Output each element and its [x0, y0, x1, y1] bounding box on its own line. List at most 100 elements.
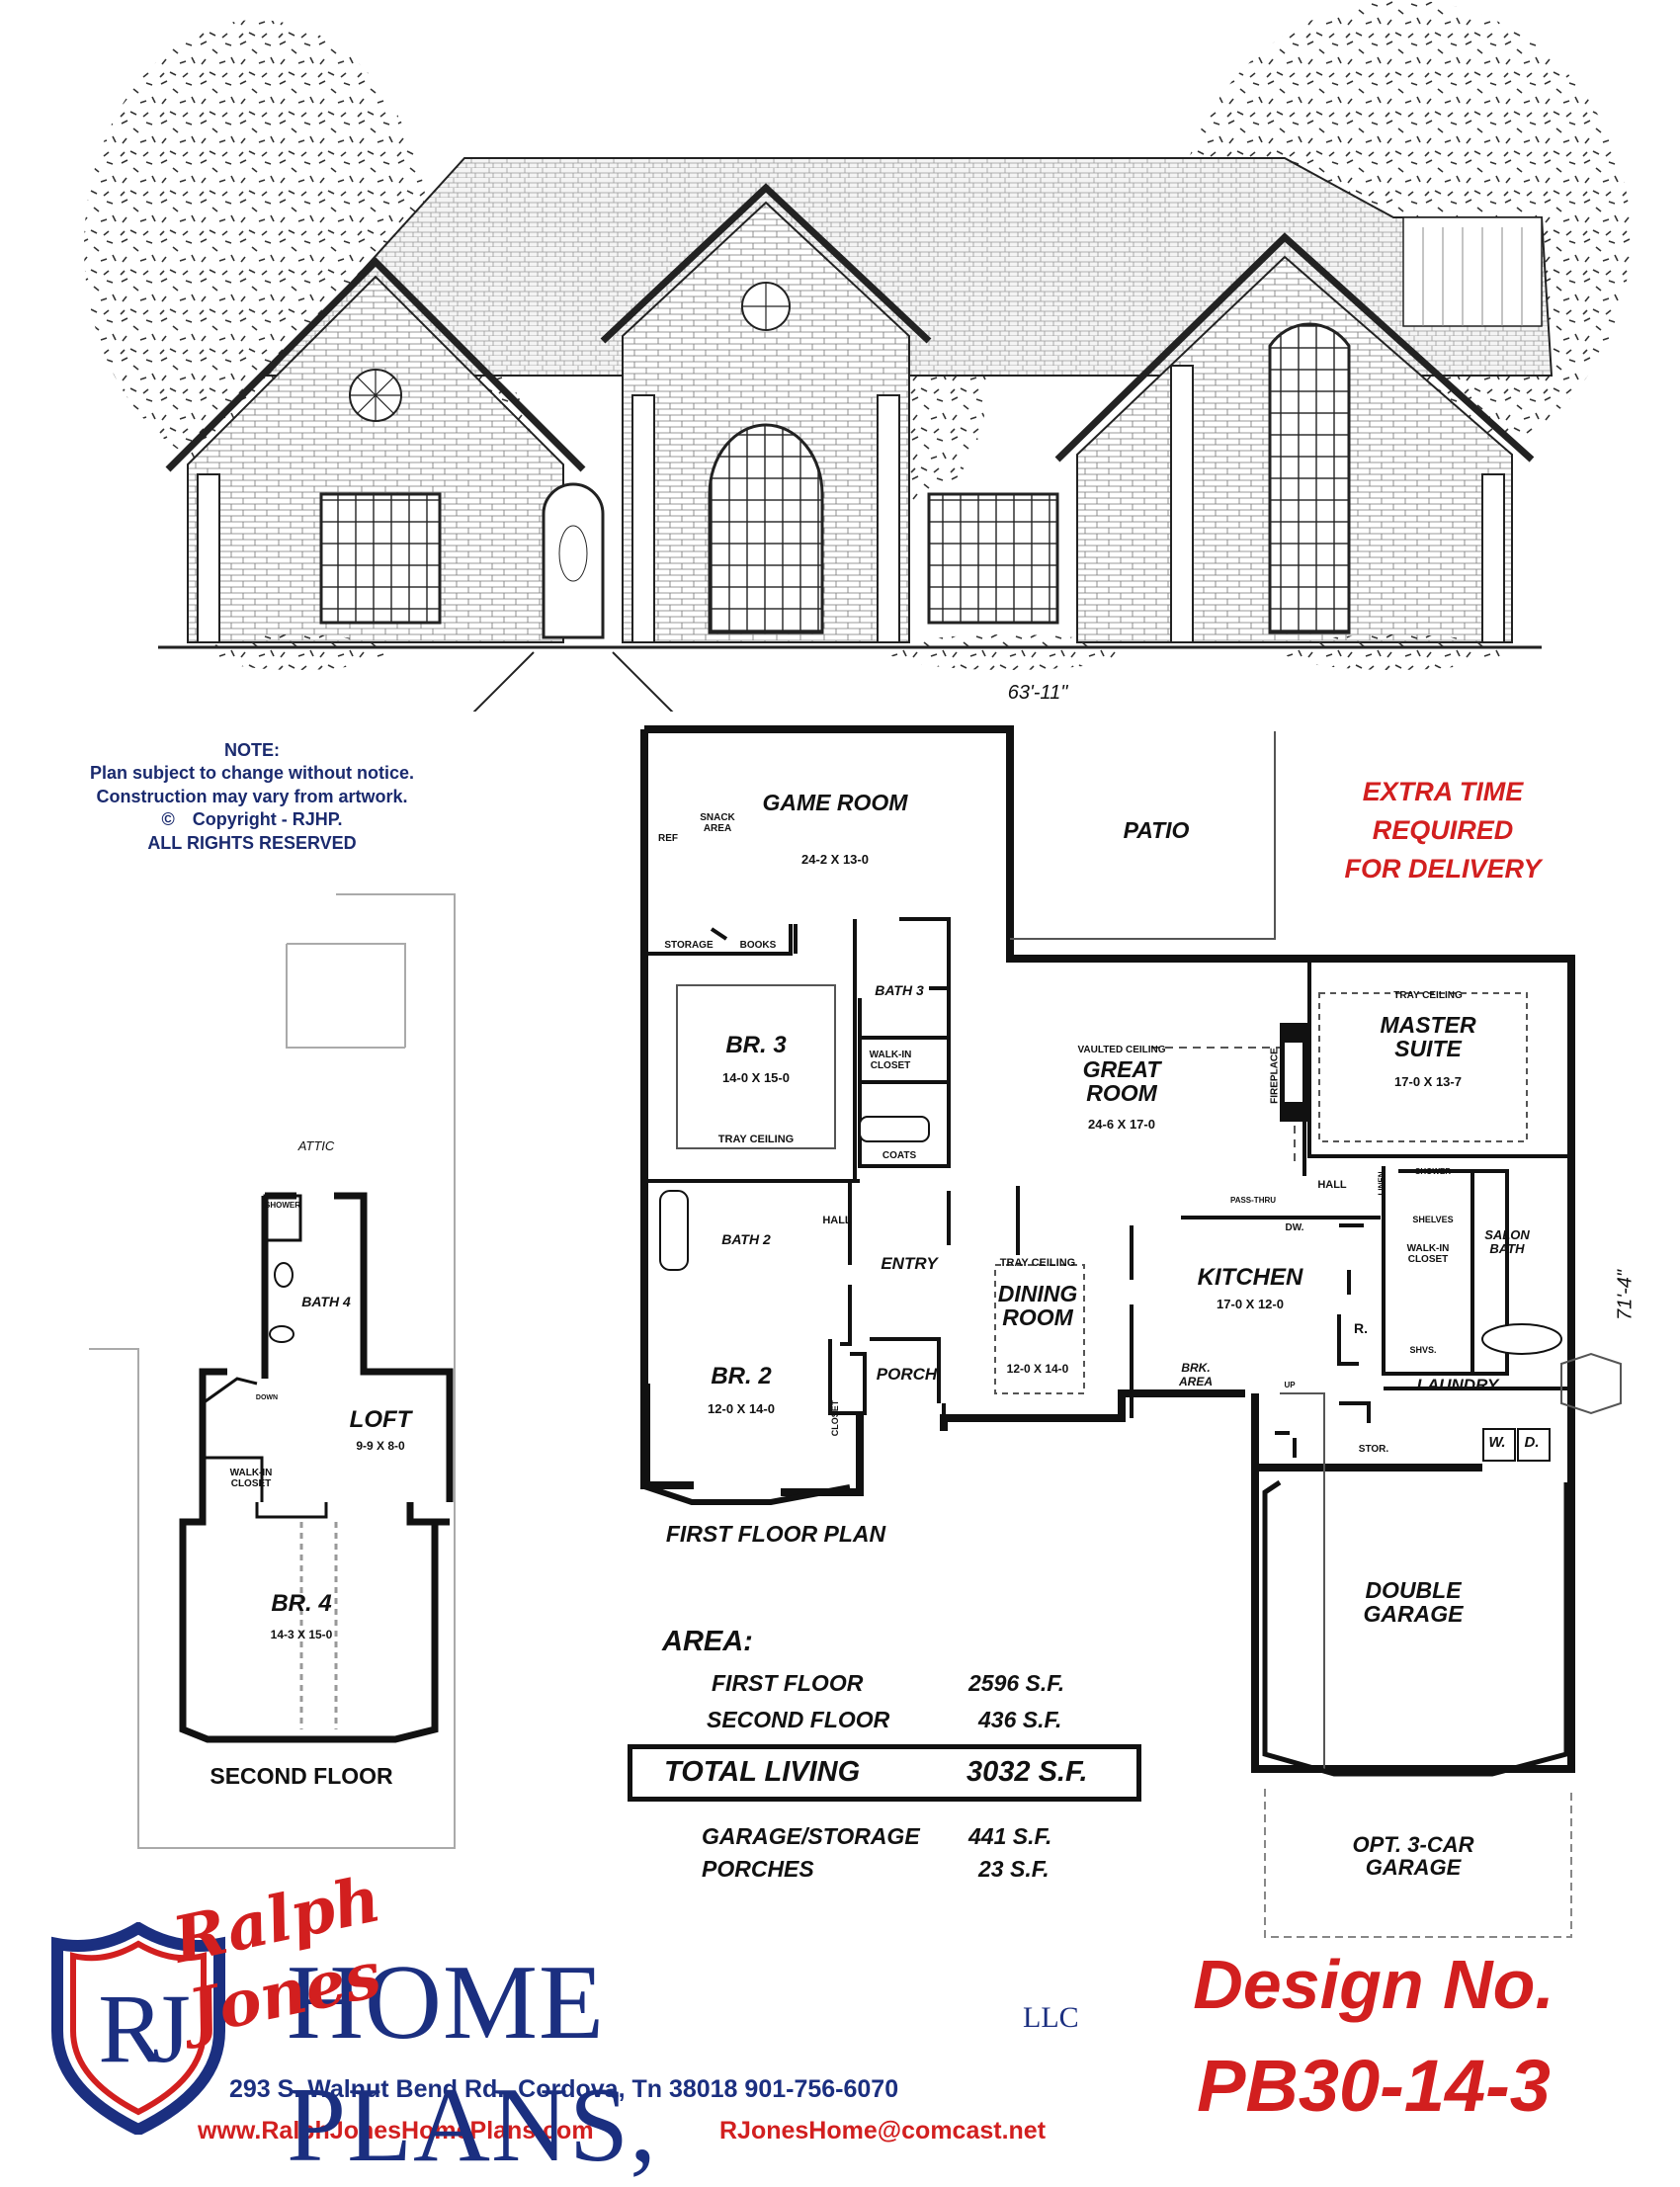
- snack-area-label: SNACK AREA: [700, 812, 735, 834]
- br2-label: BR. 2: [711, 1363, 772, 1389]
- br2-closet-label: CLOSET: [830, 1399, 840, 1437]
- first-floor-walls: [640, 725, 1622, 1938]
- note-line-4: ALL RIGHTS RESERVED: [147, 832, 357, 853]
- ref-label: REF: [658, 833, 678, 844]
- master-suite-size: 17-0 X 13-7: [1394, 1074, 1462, 1089]
- linen-label: LINEN: [1377, 1171, 1386, 1196]
- area-table: AREA: FIRST FLOOR 2596 S.F. SECOND FLOOR…: [623, 1621, 1176, 1882]
- brand-llc: LLC: [1023, 2001, 1079, 2034]
- extra-time-line-2: REQUIRED: [1372, 815, 1514, 846]
- br4-label: BR. 4: [271, 1590, 332, 1617]
- walkin-closet-label: WALK-IN CLOSET: [869, 1050, 912, 1071]
- br3-label: BR. 3: [725, 1032, 787, 1058]
- first-floor-plan: GAME ROOM 24-2 X 13-0 PATIO SNACK AREA R…: [640, 725, 1622, 1938]
- game-room-label: GAME ROOM: [762, 790, 908, 815]
- dryer-label: D.: [1524, 1434, 1540, 1451]
- side-dimension: 71'-4": [1614, 1270, 1637, 1320]
- total-living-value: 3032 S.F.: [966, 1756, 1088, 1788]
- total-living-label: TOTAL LIVING: [664, 1756, 861, 1788]
- design-label: Design No.: [1193, 1946, 1554, 2023]
- rj-shield-logo: RJ: [49, 1921, 227, 2137]
- dining-ceiling: TRAY CEILING: [999, 1257, 1076, 1269]
- brand-address: 293 S. Walnut Bend Rd., Cordova, Tn 3801…: [229, 2075, 899, 2103]
- house-elevation: [0, 0, 1680, 722]
- area-row-label: GARAGE/STORAGE: [702, 1823, 920, 1849]
- second-floor-caption: SECOND FLOOR: [210, 1763, 393, 1789]
- area-row-value: 441 S.F.: [968, 1823, 1052, 1849]
- loft-size: 9-9 X 8-0: [356, 1439, 405, 1453]
- elevation-drawing: [84, 0, 1631, 722]
- copyright-symbol: ©: [161, 809, 175, 830]
- note-line-1: Plan subject to change without notice.: [89, 763, 415, 784]
- note-title: NOTE:: [224, 740, 280, 760]
- design-number: PB30-14-3: [1197, 2045, 1551, 2127]
- kitchen-size: 17-0 X 12-0: [1217, 1297, 1284, 1311]
- dining-room-size: 12-0 X 14-0: [1006, 1362, 1069, 1376]
- bath2-label: BATH 2: [721, 1231, 771, 1247]
- brand-name: HOME PLANS,: [287, 1944, 658, 2184]
- attic-label: ATTIC: [297, 1138, 335, 1153]
- area-row-label: PORCHES: [702, 1856, 814, 1882]
- website-link[interactable]: www.RalphJonesHomePlans.com: [198, 2117, 594, 2145]
- first-floor-caption: FIRST FLOOR PLAN: [665, 1521, 886, 1547]
- great-room-label: GREAT ROOM: [1082, 1056, 1161, 1107]
- extra-time-notice: EXTRA TIME REQUIRED FOR DELIVERY: [1295, 773, 1591, 888]
- stair-up-label: UP: [1284, 1381, 1296, 1389]
- extra-time-line-1: EXTRA TIME: [1362, 777, 1524, 806]
- total-living-box: [628, 1744, 1141, 1802]
- br4-size: 14-3 X 15-0: [270, 1628, 333, 1641]
- double-garage-label: DOUBLE GARAGE: [1363, 1577, 1464, 1628]
- bath3-label: BATH 3: [875, 982, 924, 998]
- hall-master-label: HALL: [1317, 1179, 1347, 1191]
- note-line-3: ©Copyright - RJHP.: [161, 809, 343, 830]
- extra-time-line-3: FOR DELIVERY: [1344, 854, 1542, 884]
- area-row-value: 23 S.F.: [978, 1856, 1050, 1882]
- note-block: NOTE: Plan subject to change without not…: [59, 739, 445, 855]
- brand-website[interactable]: www.RalphJonesHomePlans.com: [198, 2117, 594, 2145]
- dining-room-label: DINING ROOM: [997, 1281, 1078, 1331]
- brand-email[interactable]: RJonesHome@comcast.net: [719, 2117, 1047, 2145]
- logo-letters: RJ: [98, 1974, 191, 2083]
- porch-label: PORCH: [876, 1365, 938, 1384]
- area-row-value: 2596 S.F.: [968, 1670, 1065, 1696]
- kitchen-label: KITCHEN: [1197, 1264, 1303, 1291]
- second-floor-walls: [89, 893, 456, 1849]
- refrigerator-label: R.: [1354, 1320, 1368, 1336]
- shield-icon: [51, 1921, 225, 2137]
- br2-size: 12-0 X 14-0: [708, 1401, 775, 1416]
- salon-bath-label: SALON BATH: [1484, 1227, 1530, 1256]
- bath4-label: BATH 4: [301, 1294, 351, 1309]
- laundry-label: LAUNDRY: [1416, 1376, 1499, 1394]
- stair-down-label: DOWN: [255, 1394, 279, 1401]
- note-line-2: Construction may vary from artwork.: [96, 786, 408, 806]
- fireplace-label: FIREPLACE: [1269, 1048, 1281, 1104]
- hall-label: HALL: [822, 1215, 852, 1226]
- washer: [1482, 1428, 1516, 1462]
- br3-ceiling: TRAY CEILING: [717, 1134, 795, 1145]
- storage-closet-label: STOR.: [1358, 1444, 1389, 1455]
- pass-thru-label: PASS-THRU: [1229, 1196, 1277, 1205]
- master-walkin-label: WALK-IN CLOSET: [1406, 1243, 1450, 1265]
- game-room-size: 24-2 X 13-0: [801, 852, 869, 867]
- second-floor-plan: ATTIC SHOWER BATH 4 DOWN LOFT 9-9 X 8-0 …: [0, 0, 692, 1878]
- br3-size: 14-0 X 15-0: [722, 1070, 790, 1085]
- master-ceiling: TRAY CEILING: [1393, 990, 1463, 1001]
- great-room-ceiling: VAULTED CEILING: [1077, 1045, 1166, 1055]
- great-room-size: 24-6 X 17-0: [1088, 1117, 1155, 1132]
- shelves-label: SHELVES: [1412, 1215, 1454, 1224]
- dw-label: DW.: [1285, 1222, 1304, 1233]
- walkin-closet-2-label: WALK-IN CLOSET: [229, 1468, 273, 1489]
- dryer: [1517, 1428, 1551, 1462]
- area-row-label: SECOND FLOOR: [707, 1707, 890, 1732]
- loft-label: LOFT: [349, 1406, 412, 1433]
- shower-label: SHOWER: [265, 1201, 300, 1210]
- area-row-value: 436 S.F.: [978, 1707, 1062, 1732]
- opt-garage-label: OPT. 3-CAR GARAGE: [1352, 1832, 1474, 1881]
- brk-area-label: BRK. AREA: [1178, 1361, 1213, 1388]
- shvs-label: SHVS.: [1409, 1345, 1437, 1355]
- entry-label: ENTRY: [881, 1254, 938, 1273]
- master-shower-label: SHOWER: [1415, 1167, 1451, 1176]
- elevation-width-dimension: 63'-11": [1007, 682, 1068, 704]
- books-label: BOOKS: [739, 940, 777, 951]
- area-row-label: FIRST FLOOR: [712, 1670, 864, 1696]
